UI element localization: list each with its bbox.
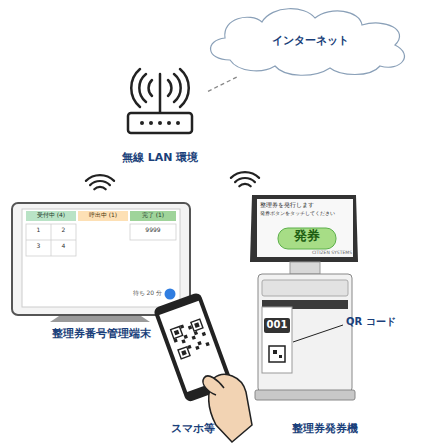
screen-label: 発券ボタンをタッチしてください — [260, 210, 352, 216]
wifi-signal-part — [90, 181, 110, 185]
tablet-terminal-part — [12, 203, 190, 315]
node-label: 整理券番号管理端末 — [52, 327, 151, 340]
wifi-signal-part — [86, 175, 114, 181]
qr-finder — [191, 319, 203, 331]
ticket-machine-part — [257, 199, 353, 257]
qr-module — [202, 332, 206, 336]
router-icon-part — [140, 121, 180, 125]
tablet-terminal-part — [130, 211, 176, 221]
router-icon-part — [167, 121, 171, 125]
device-node: インターネット — [200, 5, 420, 77]
smartphone-part — [153, 292, 234, 403]
ticket-machine-part — [255, 390, 355, 400]
router-icon-part — [149, 80, 152, 96]
wifi-signal-part — [231, 172, 259, 178]
network-link — [208, 77, 237, 91]
hand-part — [203, 376, 224, 395]
screen-label: QR コード — [346, 316, 416, 328]
screen-label: 呼出中 (1) — [78, 212, 128, 219]
qr-finder — [181, 350, 187, 356]
internet-cloud-part — [211, 9, 405, 76]
device-node: 整理券番号管理端末 — [10, 198, 192, 340]
wifi-signal-part — [235, 178, 255, 182]
router-icon-part — [139, 74, 146, 102]
wifi-signal-part — [239, 184, 250, 186]
qr-finder — [174, 330, 180, 336]
screen-label: 待ち 20 分 — [120, 290, 162, 297]
ticket-machine-part — [264, 318, 290, 333]
device-node: スマホ等 — [150, 300, 235, 435]
screen-label: 4 — [52, 243, 75, 250]
screen-label: 完了 (1) — [130, 212, 176, 219]
tablet-terminal-part — [26, 224, 176, 256]
ticket-machine-part — [250, 195, 358, 262]
tablet-terminal-part — [26, 240, 76, 241]
router-icon-part — [180, 69, 189, 107]
node-label: インターネット — [272, 34, 349, 47]
ticket-machine-part — [290, 262, 320, 274]
screen-label: 整理券を発行します — [260, 202, 352, 209]
tablet-terminal-part — [26, 211, 76, 221]
tablet-terminal-part — [130, 224, 176, 240]
internet-cloud — [211, 9, 405, 76]
router-icon-part — [131, 69, 140, 107]
qr-finder — [171, 326, 183, 338]
router-icon-part — [149, 121, 153, 125]
qr-module — [192, 335, 196, 339]
tablet-terminal-part — [165, 289, 176, 300]
router-icon-part — [168, 80, 171, 96]
smartphone — [153, 292, 234, 403]
qr-module — [197, 341, 201, 345]
router-icon-part — [159, 74, 162, 114]
router-icon-part — [176, 121, 180, 125]
ticket-machine-part — [262, 307, 292, 373]
ticket-machine-part — [269, 346, 285, 362]
screen-label: CITIZEN SYSTEMS — [300, 250, 352, 255]
device-node: 整理券発券機 — [235, 192, 415, 435]
screen-label: 2 — [52, 227, 75, 234]
screen-label: 001 — [264, 319, 290, 331]
ticket-machine-part — [293, 325, 343, 342]
screen-label: 受付中 (4) — [26, 212, 76, 219]
device-node: 無線 LAN 環境 — [112, 66, 208, 164]
wifi-signal — [86, 172, 259, 189]
ticket-machine-part — [258, 274, 352, 392]
screen-label: 9999 — [131, 227, 175, 234]
smartphone-part — [170, 318, 211, 359]
qr-module — [195, 346, 199, 350]
ticket-machine-part — [279, 355, 282, 358]
qr-module — [205, 342, 209, 346]
ticket-machine — [250, 195, 358, 400]
router-icon-part — [158, 121, 162, 125]
ticket-machine-part — [269, 346, 285, 362]
router-icon-part — [140, 121, 144, 125]
screen-label: 発券 — [278, 229, 336, 244]
node-label: 無線 LAN 環境 — [122, 151, 198, 164]
node-label: スマホ等 — [171, 422, 215, 435]
router-icon — [128, 69, 192, 133]
screen-label: 3 — [27, 243, 50, 250]
router-icon-part — [174, 74, 181, 102]
qr-finder — [194, 322, 200, 328]
tablet-terminal-part — [22, 209, 180, 307]
ticket-machine-part — [262, 280, 348, 296]
tablet-terminal — [12, 203, 190, 322]
qr-finder — [178, 347, 190, 359]
qr-module — [184, 335, 188, 339]
node-label: 整理券発券機 — [292, 422, 358, 435]
screen-label: 1 — [27, 227, 50, 234]
tablet-terminal-part — [26, 224, 76, 256]
wifi-signal-part — [94, 187, 105, 189]
qr-module — [181, 339, 185, 343]
router-icon-part — [128, 113, 192, 133]
ticket-machine-part — [278, 228, 336, 249]
ticket-machine-part — [273, 350, 277, 354]
tablet-terminal-part — [78, 211, 128, 221]
